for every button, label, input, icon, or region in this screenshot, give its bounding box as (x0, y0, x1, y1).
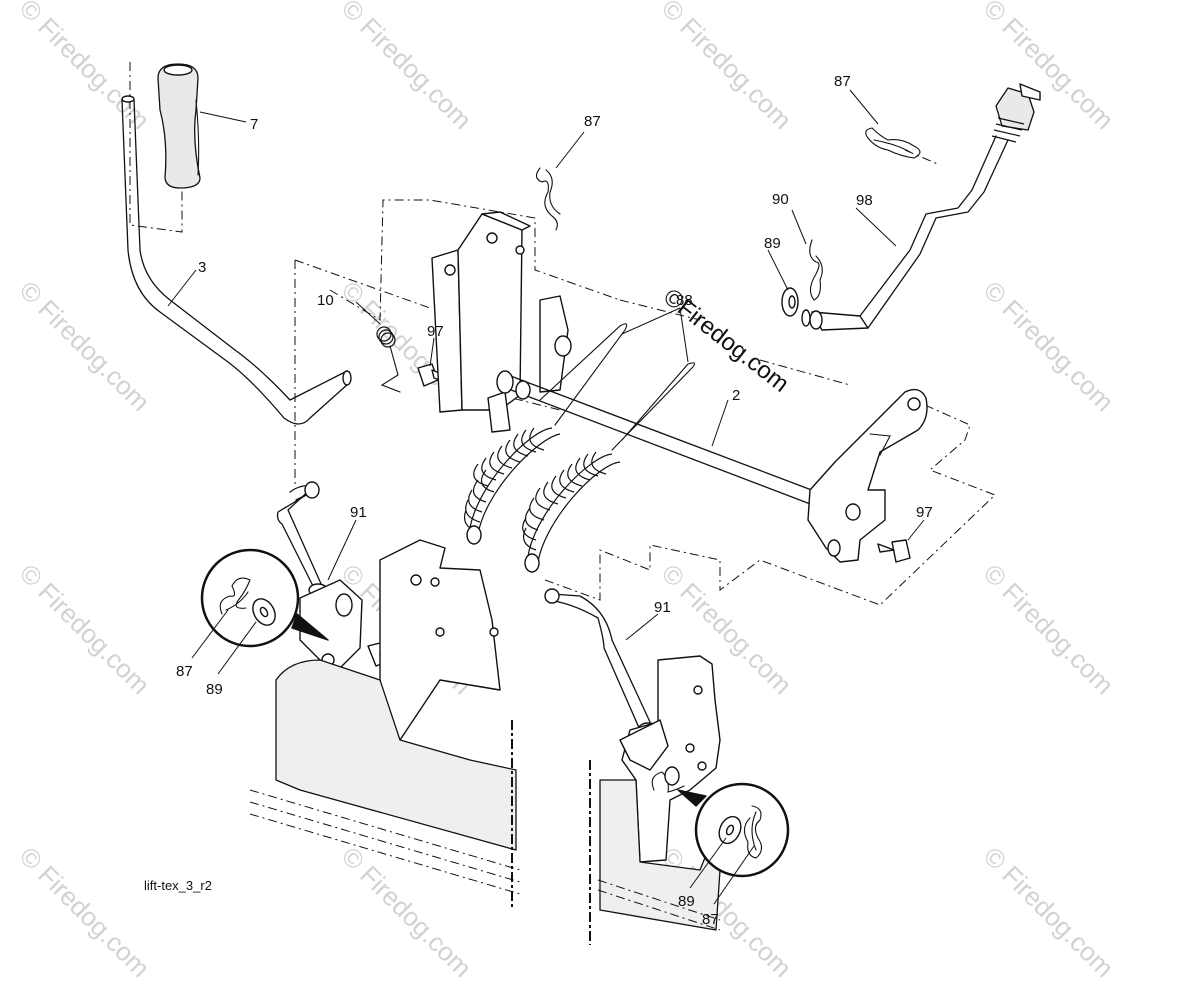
callout-97: 97 (916, 504, 933, 521)
watermark: © Firedog.com (978, 841, 1120, 983)
callout-88: 88 (676, 292, 693, 309)
watermark: © Firedog.com (978, 558, 1120, 700)
hairpin-clip (809, 239, 823, 301)
detail-callout-left (200, 548, 329, 648)
assist-spring (463, 323, 628, 545)
callout-labels: 7 3 10 97 87 88 2 87 90 98 89 97 91 87 8… (144, 73, 933, 928)
watermark: © Firedog.com (978, 275, 1120, 417)
lift-bracket (431, 211, 572, 433)
watermark: © Firedog.com (14, 558, 156, 700)
callout-87: 87 (176, 663, 193, 680)
lift-link-right (544, 588, 659, 738)
flange-bolt (877, 539, 911, 563)
callout-87: 87 (584, 113, 601, 130)
callout-89: 89 (678, 893, 695, 910)
watermark: © Firedog.com (14, 275, 156, 417)
callout-90: 90 (772, 191, 789, 208)
mower-deck-left (249, 659, 521, 910)
watermark: © Firedog.com (336, 0, 478, 135)
watermark: © Firedog.com (656, 0, 798, 135)
lift-shaft (496, 370, 831, 511)
detail-callout-right (677, 782, 790, 878)
callout-10: 10 (317, 292, 334, 309)
hairpin-clip (535, 167, 561, 231)
torsion-spring (376, 326, 401, 393)
handle-grip (157, 63, 201, 189)
leader-lines (167, 89, 925, 905)
lift-lever (121, 95, 352, 425)
callout-2: 2 (732, 387, 740, 404)
callout-87: 87 (702, 911, 719, 928)
callout-97: 97 (427, 323, 444, 340)
watermark: © Firedog.com (336, 841, 478, 983)
deck-plate-left (379, 539, 501, 749)
watermark: © Firedog.com (14, 841, 156, 983)
deck-plate-right (619, 655, 721, 863)
lift-arm-right (807, 388, 928, 563)
callout-91: 91 (350, 504, 367, 521)
callout-91: 91 (654, 599, 671, 616)
adjustment-rod (801, 83, 1041, 331)
flat-washer (781, 287, 799, 317)
hairpin-clip (865, 127, 921, 159)
callout-3: 3 (198, 259, 206, 276)
callout-98: 98 (856, 192, 873, 209)
diagram-code: lift-tex_3_r2 (144, 878, 212, 893)
callout-87: 87 (834, 73, 851, 90)
callout-89: 89 (764, 235, 781, 252)
assist-spring (522, 362, 696, 573)
callout-89: 89 (206, 681, 223, 698)
callout-7: 7 (250, 116, 258, 133)
